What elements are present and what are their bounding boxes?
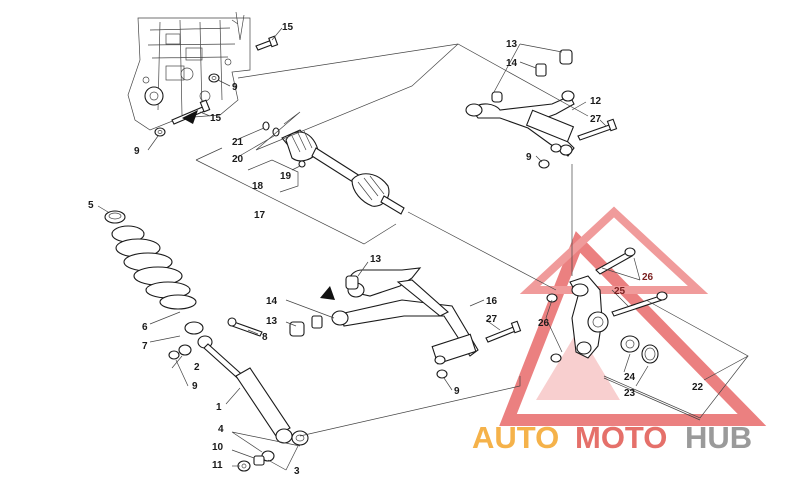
- callout-16: 16: [486, 296, 498, 307]
- callout-18: 18: [252, 181, 264, 192]
- callout-11: 11: [212, 460, 223, 471]
- callout-24: 24: [624, 372, 636, 383]
- callout-10: 10: [212, 442, 224, 453]
- bushing-13-upper-b: [559, 49, 573, 65]
- callout-14-upper: 14: [506, 58, 518, 69]
- callout-23: 23: [624, 388, 636, 399]
- callout-9-shock: 9: [192, 381, 198, 392]
- callout-13-lower-a: 13: [370, 254, 382, 265]
- callout-20: 20: [232, 154, 244, 165]
- bearing-24: [620, 335, 640, 353]
- callout-27-upper: 27: [590, 114, 602, 125]
- callout-25: 25: [614, 286, 626, 297]
- bushing-13-lower-b: [289, 321, 305, 337]
- callout-13-lower-b: 13: [266, 316, 278, 327]
- sleeve-10: [253, 455, 265, 466]
- callout-7: 7: [142, 341, 148, 352]
- callout-21: 21: [232, 137, 244, 148]
- callout-19: 19: [280, 171, 292, 182]
- callout-22: 22: [692, 382, 704, 393]
- bolt-26-lower: [546, 293, 562, 363]
- callout-2: 2: [194, 362, 200, 373]
- direction-arrow-lower: [320, 286, 335, 300]
- callout-26-upper: 26: [642, 272, 654, 283]
- bushing-3: [291, 430, 309, 446]
- callout-15-upper: 15: [282, 22, 294, 33]
- leader-lines: [97, 27, 749, 471]
- watermark-hub: HUB: [685, 420, 752, 455]
- circlip-21: [262, 121, 270, 131]
- callout-1: 1: [216, 402, 222, 413]
- bolt-27-upper: [577, 118, 618, 141]
- callout-15-lower: 15: [210, 113, 222, 124]
- nut-9-shock: [168, 350, 180, 360]
- callout-9-lower-arm: 9: [454, 386, 460, 397]
- bushing-13-lower-a: [345, 275, 359, 290]
- bolt-15-upper: [255, 35, 279, 51]
- bushing-2: [178, 344, 192, 356]
- drive-axle: [281, 129, 405, 215]
- bolt-25: [611, 291, 668, 317]
- spring-retainer-5: [104, 210, 126, 224]
- callout-9-engine-lower: 9: [134, 146, 140, 157]
- callout-6: 6: [142, 322, 148, 333]
- nut-9-lower-arm: [436, 369, 448, 379]
- bolt-27-lower: [485, 320, 522, 343]
- bolt-26-upper: [595, 247, 636, 275]
- spring-seat-7: [184, 321, 204, 335]
- watermark-auto: AUTO: [472, 420, 559, 455]
- direction-arrow-upper: [182, 110, 198, 124]
- engine-block: [127, 11, 251, 131]
- callout-9-engine: 9: [232, 82, 238, 93]
- callout-5: 5: [88, 200, 94, 211]
- nut-9-upper-arm: [538, 159, 550, 169]
- washer-11: [237, 460, 251, 472]
- callout-8: 8: [262, 332, 268, 343]
- spindle-knuckle: [569, 275, 609, 359]
- boot-clamp-19: [298, 160, 306, 168]
- callout-3: 3: [294, 466, 300, 477]
- watermark-text: AUTO MOTO HUB: [472, 420, 752, 455]
- callout-13-upper: 13: [506, 39, 518, 50]
- callout-26-lower: 26: [538, 318, 550, 329]
- lower-a-arm-16: [331, 267, 479, 365]
- nut-9-engine-lower: [154, 127, 166, 137]
- callout-27-lower: 27: [486, 314, 498, 325]
- sleeve-14-upper: [535, 63, 547, 77]
- callout-14-lower: 14: [266, 296, 278, 307]
- callout-labels: 15 9 15 9 21 20 19 18 17 13 14 12 27 9 5…: [88, 22, 704, 477]
- sleeve-14-lower: [311, 315, 323, 329]
- shock-absorber-1: [197, 335, 293, 444]
- coil-spring-6: [111, 225, 197, 310]
- seal-23: [641, 344, 659, 364]
- callout-17: 17: [254, 210, 266, 221]
- nut-9-engine-upper: [208, 73, 220, 83]
- callout-9-upper-arm: 9: [526, 152, 532, 163]
- upper-a-arm-12: [465, 90, 575, 157]
- callout-4: 4: [218, 424, 224, 435]
- watermark-moto: MOTO: [575, 420, 667, 455]
- bushing-13-upper-a: [491, 91, 503, 103]
- callout-12: 12: [590, 96, 602, 107]
